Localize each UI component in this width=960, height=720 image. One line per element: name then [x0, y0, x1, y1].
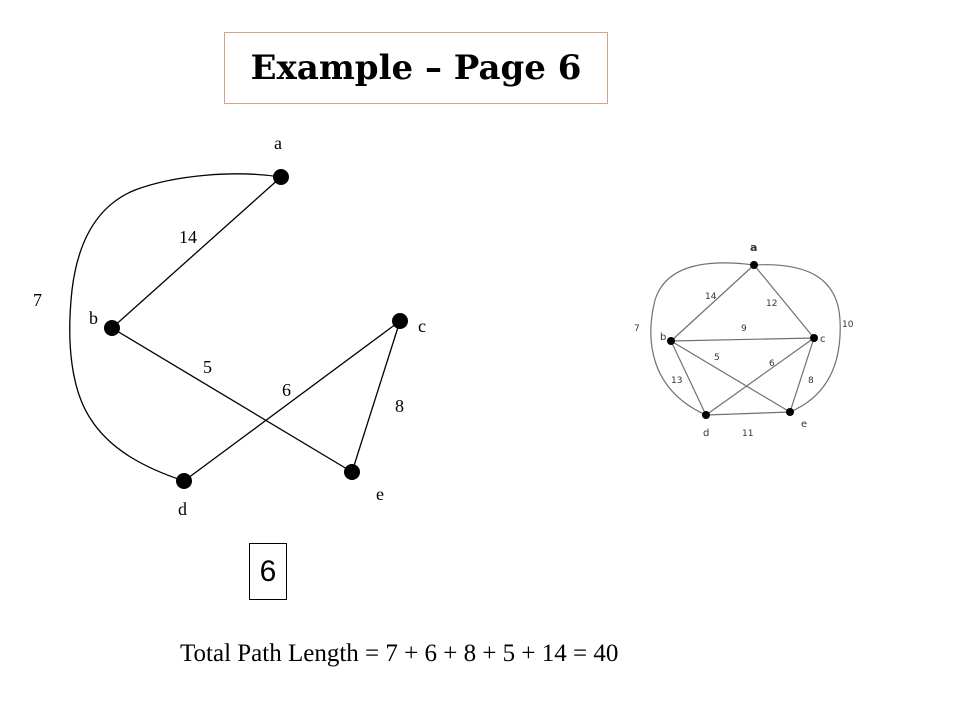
ref-edge-c-d [705, 337, 815, 416]
ref-weight-c-d: 6 [769, 359, 775, 369]
ref-weight-c-e: 8 [808, 376, 814, 386]
node-d [176, 473, 192, 489]
ref-weight-a-c: 12 [766, 299, 777, 309]
ref-edge-a-c [753, 264, 815, 339]
weight-label-c-d: 6 [282, 380, 291, 400]
ref-weight-a-b: 14 [705, 292, 717, 302]
ref-edge-d-e [705, 411, 791, 416]
total-path-length: Total Path Length = 7 + 6 + 8 + 5 + 14 =… [180, 640, 619, 667]
ref-node-d [702, 411, 710, 419]
ref-edge-b-c [670, 337, 815, 342]
node-e [344, 464, 360, 480]
weight-label-c-e: 8 [395, 396, 404, 416]
ref-node-c [810, 334, 818, 342]
edge-a-d [69, 173, 282, 482]
ref-node-label-e: e [801, 419, 807, 430]
edge-a-b [111, 176, 282, 329]
node-c [392, 313, 408, 329]
node-label-a: a [274, 133, 282, 153]
ref-edge-a-d [650, 262, 755, 416]
weight-label-b-e: 5 [203, 357, 212, 377]
reference-nodes [667, 261, 818, 419]
ref-edge-b-e [670, 340, 791, 413]
main-graph [69, 173, 401, 482]
weight-label-a-d: 7 [33, 290, 42, 310]
ref-edge-c-e [789, 337, 815, 413]
ref-edge-a-e [753, 264, 841, 413]
weight-label-a-b: 14 [179, 227, 197, 247]
ref-node-a [750, 261, 758, 269]
main-nodes [104, 169, 408, 489]
ref-weight-b-e: 5 [714, 353, 720, 363]
page-number-badge: 6 [249, 543, 287, 600]
ref-weight-a-d: 7 [634, 324, 640, 334]
node-label-d: d [178, 499, 187, 519]
edge-c-e [351, 320, 401, 473]
ref-node-e [786, 408, 794, 416]
ref-node-b [667, 337, 675, 345]
reference-graph [650, 262, 841, 416]
ref-node-label-b: b [660, 332, 666, 343]
edge-c-d [183, 320, 401, 482]
ref-node-label-d: d [703, 428, 709, 439]
ref-node-label-c: c [820, 334, 826, 345]
node-b [104, 320, 120, 336]
node-label-b: b [89, 308, 98, 328]
ref-edge-a-b [670, 264, 755, 342]
node-label-c: c [418, 316, 426, 336]
main-labels: a b c d e 14 7 5 6 8 [33, 133, 426, 519]
ref-edge-b-d [670, 340, 707, 416]
node-label-e: e [376, 484, 384, 504]
page-title: Example – Page 6 [224, 32, 608, 104]
node-a [273, 169, 289, 185]
ref-weight-d-e: 11 [742, 429, 753, 439]
ref-weight-b-c: 9 [741, 324, 747, 334]
reference-labels: a b c d e 14 12 9 5 6 8 13 11 7 10 [634, 241, 854, 439]
ref-node-label-a: a [750, 241, 757, 254]
edge-b-e [111, 327, 353, 473]
ref-weight-a-e: 10 [842, 320, 854, 330]
ref-weight-b-d: 13 [671, 376, 682, 386]
